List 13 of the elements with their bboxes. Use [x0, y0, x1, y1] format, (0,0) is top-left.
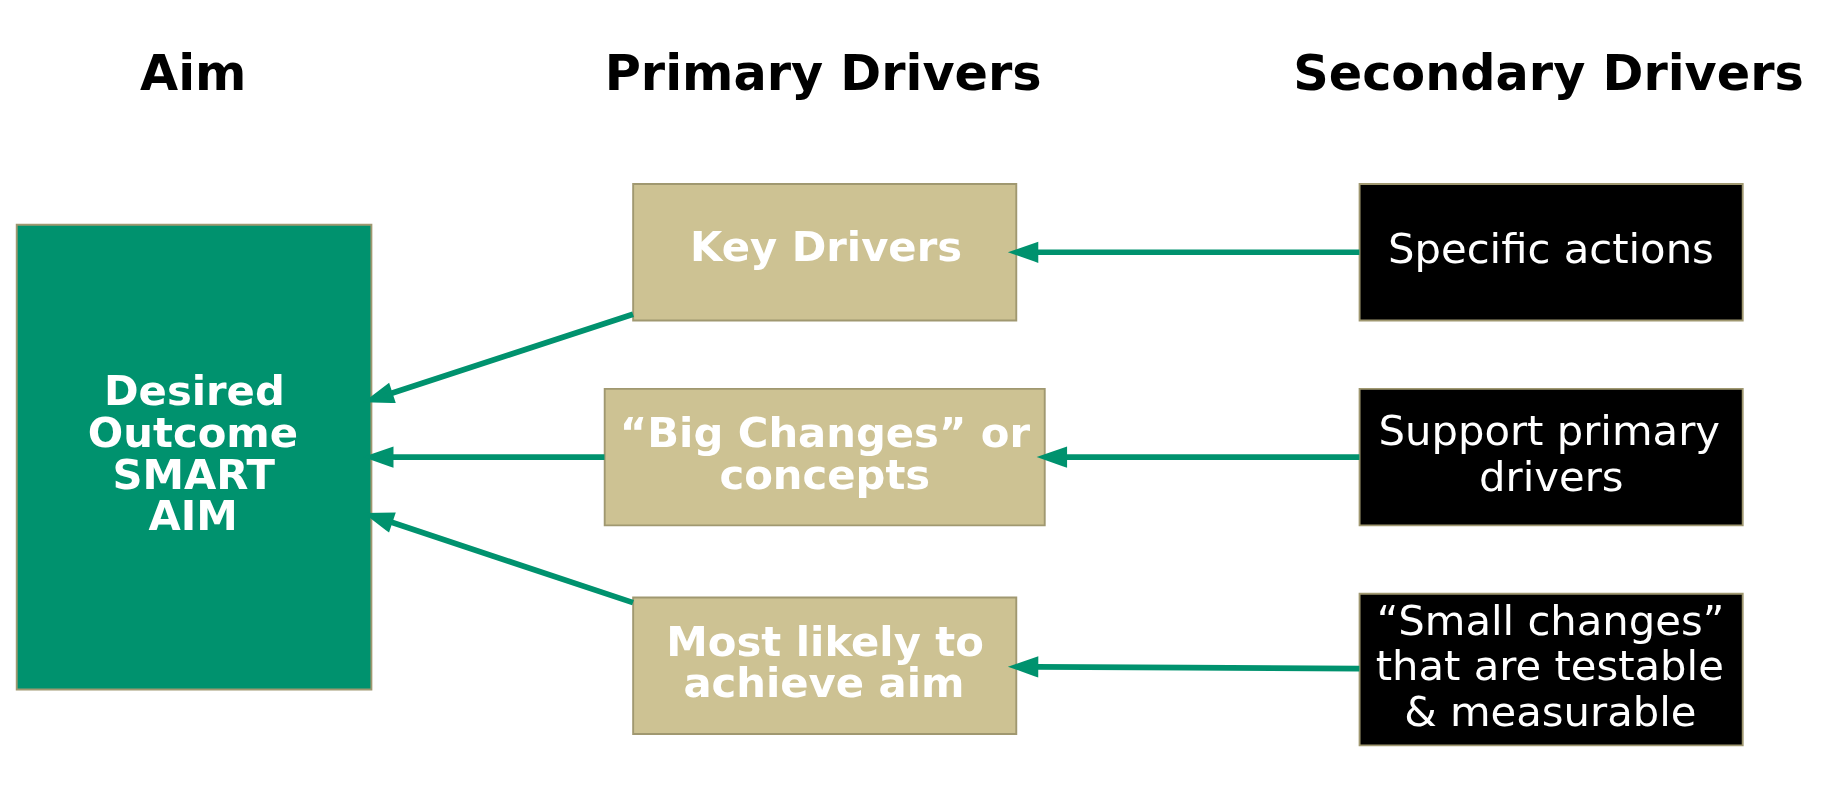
arrow: [1036, 446, 1360, 468]
node-box: Most likely to achieve aim: [632, 596, 1018, 735]
arrow: [1007, 241, 1360, 263]
label: Secondary Drivers: [1293, 43, 1804, 102]
node-box: “Small changes” that are testable & measurable: [1358, 592, 1744, 747]
node-box: Specific actions: [1358, 183, 1744, 322]
label: Primary Drivers: [604, 43, 1042, 102]
node-box: Desired Outcome SMART AIM: [15, 223, 373, 691]
node-box: “Big Changes” or concepts: [603, 387, 1046, 527]
arrow: [1007, 656, 1360, 678]
node-box: Key Drivers: [632, 183, 1018, 322]
node-box: Support primary drivers: [1358, 387, 1744, 527]
label: Aim: [140, 43, 247, 102]
